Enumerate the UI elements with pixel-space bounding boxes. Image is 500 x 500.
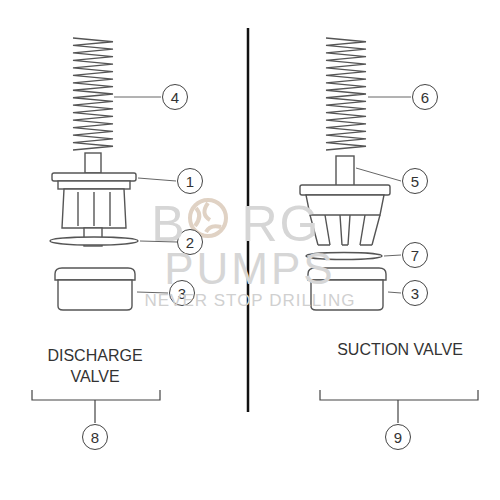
suction-spring: [326, 38, 366, 150]
discharge-spring: [73, 38, 113, 150]
callout-number: 5: [402, 168, 428, 194]
callout-number: 7: [402, 242, 428, 268]
callout-number: 1: [177, 168, 203, 194]
callout-text: 5: [411, 174, 419, 189]
discharge-seat-washer: [50, 237, 138, 245]
group-bracket: [32, 390, 478, 423]
callout-text: 7: [411, 248, 419, 263]
callout-text: 4: [171, 90, 179, 105]
callout-number: 3: [402, 280, 428, 306]
valve-seat-ring: [55, 268, 135, 310]
callout-text: 8: [91, 430, 99, 445]
valve-title: SUCTION VALVE: [335, 340, 465, 361]
discharge-valve-body: [52, 153, 136, 246]
watermark: PUMPS: [130, 240, 370, 297]
callout-number: 8: [82, 424, 108, 450]
callout-number: 6: [412, 84, 438, 110]
valve-title: DISCHARGE VALVE: [30, 346, 160, 388]
callout-text: 3: [411, 286, 419, 301]
callout-text: 6: [421, 90, 429, 105]
callout-text: 1: [186, 174, 194, 189]
callout-number: 9: [385, 424, 411, 450]
watermark: NEVER STOP DRILLING: [100, 290, 400, 312]
callout-text: 9: [394, 430, 402, 445]
callout-number: 4: [162, 84, 188, 110]
